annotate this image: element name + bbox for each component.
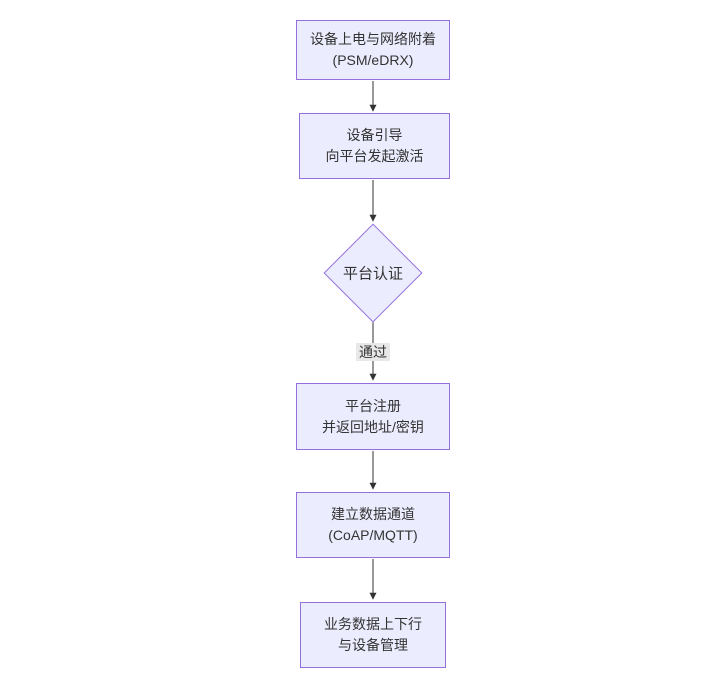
node-business-data-line1: 业务数据上下行 bbox=[324, 616, 422, 632]
node-data-channel: 建立数据通道 (CoAP/MQTT) bbox=[296, 492, 450, 558]
node-platform-auth-label: 平台认证 bbox=[342, 265, 404, 283]
node-power-on-attach: 设备上电与网络附着 (PSM/eDRX) bbox=[296, 20, 450, 80]
node-business-data-line2: 与设备管理 bbox=[338, 637, 408, 653]
node-data-channel-line2: (CoAP/MQTT) bbox=[328, 527, 418, 543]
node-platform-register-line1: 平台注册 bbox=[345, 397, 401, 414]
node-device-bootstrap-line1: 设备引导 bbox=[346, 127, 403, 143]
node-power-on-attach-line1: 设备上电与网络附着 bbox=[310, 31, 436, 47]
node-device-bootstrap: 设备引导 向平台发起激活 bbox=[299, 113, 450, 179]
node-platform-register-line2: 并返回地址/密钥 bbox=[322, 418, 424, 435]
node-platform-register: 平台注册 并返回地址/密钥 bbox=[296, 383, 450, 450]
node-business-data: 业务数据上下行 与设备管理 bbox=[300, 602, 446, 668]
edge-label-pass: 通过 bbox=[356, 343, 390, 361]
node-power-on-attach-line2: (PSM/eDRX) bbox=[332, 52, 414, 68]
node-device-bootstrap-line2: 向平台发起激活 bbox=[325, 148, 424, 164]
node-data-channel-line1: 建立数据通道 bbox=[331, 506, 415, 522]
